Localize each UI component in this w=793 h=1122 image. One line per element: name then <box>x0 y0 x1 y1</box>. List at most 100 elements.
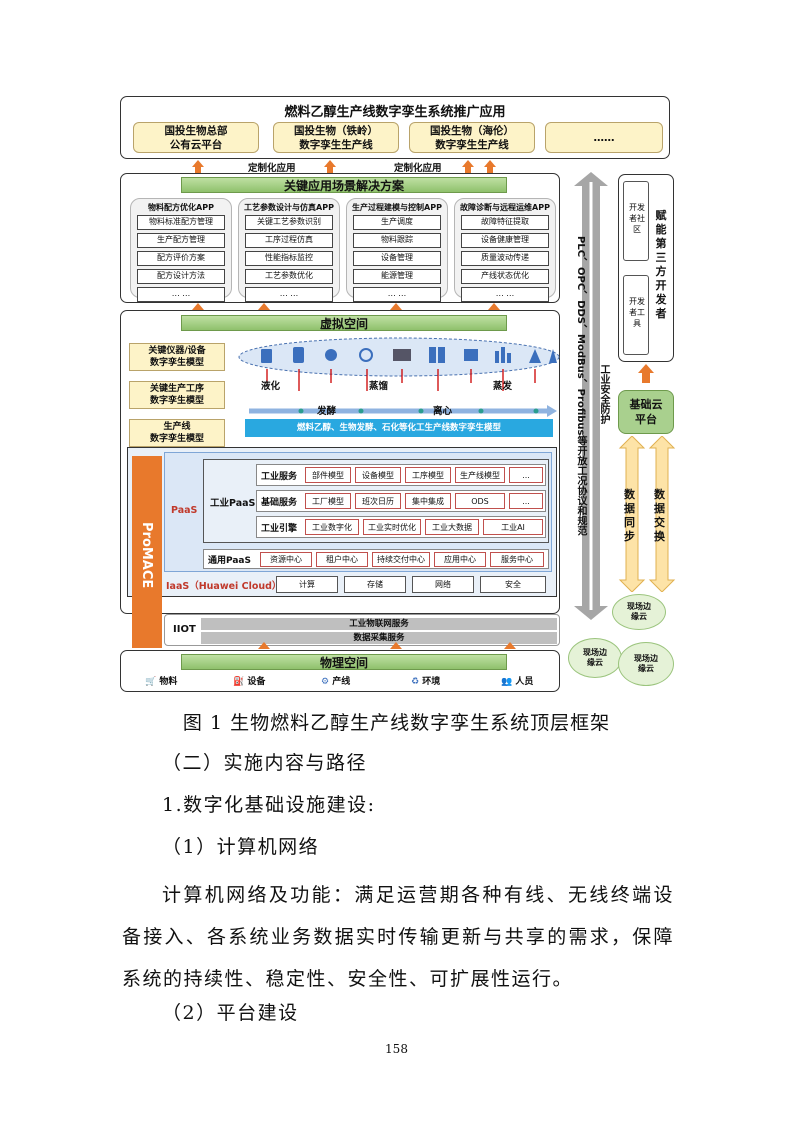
physical-panel: 物理空间 🛒 物料 ⛽ 设备 ⚙ 产线 ♻ 环境 👥 人员 <box>120 650 560 692</box>
recycle-icon: ♻ <box>411 677 420 687</box>
scenario-title: 关键应用场景解决方案 <box>181 177 507 193</box>
edge-cloud: 现场边 缘云 <box>612 594 666 630</box>
paas-cell: 工业大数据 <box>425 519 479 535</box>
iaas-cell: 计算 <box>276 576 338 593</box>
paas-cell: 班次日历 <box>355 493 401 509</box>
paragraph: 计算机网络及功能：满足运营期各种有线、无线终端设备接入、各系统业务数据实时传输更… <box>122 884 674 990</box>
page-number: 158 <box>385 1042 408 1056</box>
custom-label: 定制化应用 <box>248 163 296 174</box>
common-paas-cell: 资源中心 <box>260 552 312 567</box>
app-column: 工艺参数设计与仿真APP 关键工艺参数识别 工序过程仿真 性能指标监控 工艺参数… <box>238 198 340 302</box>
top-title: 燃料乙醇生产线数字孪生系统推广应用 <box>284 105 506 120</box>
paas-inner: PaaS 工业PaaS 工业服务 部件模型 设备模型 工序模型 生产线模型 ..… <box>164 452 552 572</box>
app-item: 生产配方管理 <box>137 233 225 248</box>
up-arrow <box>638 364 654 383</box>
paas-cell: 集中集成 <box>405 493 451 509</box>
edge-cloud: 现场边 缘云 <box>568 638 622 678</box>
virtual-space-title: 虚拟空间 <box>181 315 507 331</box>
paas-cell: ... <box>509 493 543 509</box>
paas-cell: 工业AI <box>483 519 543 535</box>
industrial-paas-box: 工业PaaS 工业服务 部件模型 设备模型 工序模型 生产线模型 ... 基础服… <box>203 459 549 543</box>
data-sync-label: 数据同步 <box>624 488 635 543</box>
process-centrifuge: 离心 <box>433 406 453 417</box>
up-arrow <box>462 160 474 173</box>
protocol-double-arrow <box>574 172 608 620</box>
edge-cloud: 现场边 缘云 <box>618 642 674 686</box>
app-item: 故障特征提取 <box>461 215 549 230</box>
app-title: 生产过程建模与控制APP <box>352 203 442 212</box>
device-icon <box>261 347 557 363</box>
item-heading: （1）计算机网络 <box>162 836 320 858</box>
up-arrow <box>192 160 204 173</box>
line-model-label: 生产线 数字孪生模型 <box>129 419 225 447</box>
dev-tools-box: 开发者工具 <box>623 275 649 355</box>
paas-label: PaaS <box>171 505 198 516</box>
app-item: 工艺参数优化 <box>245 269 333 284</box>
protocol-label: PLC、OPC、DDS、ModBus、Profibus等开放工况协议和规范 <box>575 236 586 536</box>
line-model-bar: 燃料乙醇、生物发酵、石化等化工生产线数字孪生模型 <box>245 419 553 437</box>
app-item: … … <box>137 287 225 302</box>
iaas-row: IaaS（Huawei Cloud） 计算 存储 网络 安全 <box>164 576 552 594</box>
process-liquefaction: 液化 <box>261 381 281 392</box>
top-box-hq: 国投生物总部 公有云平台 <box>133 122 259 153</box>
up-arrow <box>504 642 516 649</box>
security-label: 工业安全防护 <box>598 364 609 424</box>
paas-cell: 工业数字化 <box>305 519 359 535</box>
app-item: … … <box>245 287 333 302</box>
data-exchange-label: 数据交换 <box>654 488 665 543</box>
app-item: 质量波动传递 <box>461 251 549 266</box>
physical-label: 设备 <box>247 677 266 687</box>
common-paas-cell: 服务中心 <box>490 552 544 567</box>
device-model-label: 关键仪器/设备 数字孪生模型 <box>129 343 225 371</box>
up-arrow <box>484 160 496 173</box>
process-distillation: 蒸馏 <box>369 381 389 392</box>
industrial-paas-label: 工业PaaS <box>210 498 256 509</box>
app-item: 能源管理 <box>353 269 441 284</box>
physical-label: 产线 <box>332 677 351 687</box>
iaas-label: IaaS（Huawei Cloud） <box>166 581 282 592</box>
paas-row-name: 基础服务 <box>261 498 298 508</box>
app-item: 设备管理 <box>353 251 441 266</box>
physical-item: 🛒 物料 <box>145 674 177 687</box>
physical-item: ⚙ 产线 <box>321 674 350 687</box>
scenario-panel: 关键应用场景解决方案 物料配方优化APP 物料标准配方管理 生产配方管理 配方评… <box>120 173 560 303</box>
subsection-heading: 1.数字化基础设施建设: <box>162 794 376 816</box>
iiot-label: IIOT <box>173 624 196 635</box>
app-title: 物料配方优化APP <box>148 203 214 212</box>
app-column: 生产过程建模与控制APP 生产调度 物料跟踪 设备管理 能源管理 … … <box>346 198 448 302</box>
paas-cell: 工厂模型 <box>305 493 351 509</box>
app-item: 物料标准配方管理 <box>137 215 225 230</box>
process-model-label: 关键生产工序 数字孪生模型 <box>129 381 225 409</box>
hydrant-icon: ⛽ <box>233 677 245 687</box>
conveyor-icon: ⚙ <box>321 677 330 687</box>
data-collect-service: 数据采集服务 <box>201 632 557 644</box>
process-evaporation: 蒸发 <box>493 381 513 392</box>
paas-cell: 设备模型 <box>355 467 401 483</box>
up-arrow <box>258 642 270 649</box>
custom-label: 定制化应用 <box>394 163 442 174</box>
top-box-more: …… <box>545 122 663 153</box>
developer-panel: 开发者社区 开发者工具 赋能第三方开发者 <box>618 174 674 362</box>
up-arrow <box>390 642 402 649</box>
iaas-cell: 存储 <box>344 576 406 593</box>
promace-bar: ProMACE <box>132 456 162 648</box>
top-panel: 燃料乙醇生产线数字孪生系统推广应用 国投生物总部 公有云平台 国投生物（铁岭） … <box>120 96 670 159</box>
physical-label: 物料 <box>159 677 178 687</box>
common-paas-label: 通用PaaS <box>208 556 251 566</box>
app-item: … … <box>461 287 549 302</box>
app-item: 工序过程仿真 <box>245 233 333 248</box>
app-item: 配方评价方案 <box>137 251 225 266</box>
app-item: 生产调度 <box>353 215 441 230</box>
paas-row-name: 工业引擎 <box>261 524 298 534</box>
cart-icon: 🛒 <box>145 677 157 687</box>
paas-block: PaaS 工业PaaS 工业服务 部件模型 设备模型 工序模型 生产线模型 ..… <box>127 447 557 597</box>
data-sync-arrows <box>618 436 676 592</box>
app-column: 物料配方优化APP 物料标准配方管理 生产配方管理 配方评价方案 配方设计方法 … <box>130 198 232 302</box>
base-cloud-box: 基础云 平台 <box>618 390 674 434</box>
item-heading: （2）平台建设 <box>162 1002 299 1024</box>
app-item: … … <box>353 287 441 302</box>
paas-cell: 工业实时优化 <box>363 519 421 535</box>
device-icons-ellipse <box>238 337 560 417</box>
common-paas-cell: 租户中心 <box>316 552 368 567</box>
empower-label: 赋能第三方开发者 <box>655 209 667 320</box>
